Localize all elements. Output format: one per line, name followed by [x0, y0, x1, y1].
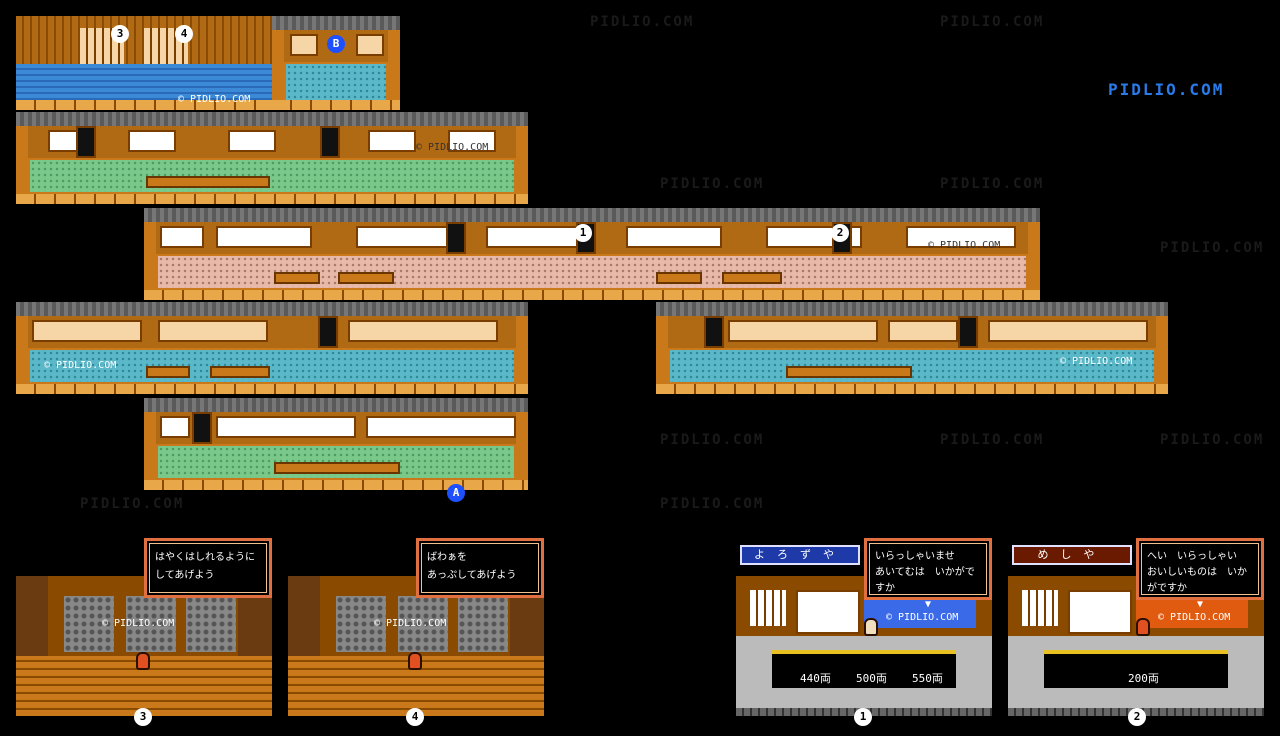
dialog-shop-1: いらっしゃいませあいてむは いかがですか▼ [864, 538, 992, 610]
shopkeeper-sprite [1136, 618, 1150, 636]
price-item-1[interactable]: 440両 [800, 672, 831, 685]
watermark: PIDLIO.COM [80, 496, 185, 512]
shop-1-title: よろずや [740, 545, 860, 565]
copyright-label: © PIDLIO.COM [928, 240, 1001, 251]
watermark: PIDLIO.COM [1160, 240, 1265, 256]
map-section-corridor-6 [144, 398, 528, 490]
copyright-label: © PIDLIO.COM [1060, 356, 1133, 367]
copyright-label: © PIDLIO.COM [102, 618, 175, 629]
shop-2-title: めしや [1012, 545, 1132, 565]
npc-sprite [136, 652, 150, 670]
watermark: PIDLIO.COM [940, 176, 1045, 192]
watermark: PIDLIO.COM [660, 496, 765, 512]
marker-3[interactable]: 3 [111, 25, 129, 43]
price-item-3[interactable]: 550両 [912, 672, 943, 685]
copyright-label: © PIDLIO.COM [178, 94, 251, 105]
marker-1[interactable]: 1 [574, 224, 592, 242]
dialog-scene-4: ばわぁをあっぷしてあげよう [416, 538, 544, 598]
watermark: PIDLIO.COM [590, 14, 695, 30]
marker-3-scene[interactable]: 3 [134, 708, 152, 726]
watermark: PIDLIO.COM [660, 432, 765, 448]
copyright-label: © PIDLIO.COM [1158, 612, 1231, 623]
map-section-top-right-room [272, 16, 400, 110]
dialog-shop-2: へい いらっしゃいおいしいものは いかがですか▼ [1136, 538, 1264, 610]
marker-4-scene[interactable]: 4 [406, 708, 424, 726]
dialog-scene-3: はやくはしれるようにしてあげよう [144, 538, 272, 598]
map-section-corridor-2: © PIDLIO.COM [16, 112, 528, 204]
marker-a[interactable]: A [447, 484, 465, 502]
marker-1-scene[interactable]: 1 [854, 708, 872, 726]
shopkeeper-sprite [864, 618, 878, 636]
watermark: PIDLIO.COM [940, 432, 1045, 448]
map-section-corridor-3: © PIDLIO.COM [144, 208, 1040, 300]
map-section-corridor-4: © PIDLIO.COM [16, 302, 528, 394]
watermark: PIDLIO.COM [1160, 432, 1265, 448]
copyright-label: © PIDLIO.COM [374, 618, 447, 629]
copyright-label: © PIDLIO.COM [416, 142, 489, 153]
site-brand: PIDLIO.COM [1108, 80, 1225, 99]
copyright-label: © PIDLIO.COM [886, 612, 959, 623]
marker-b[interactable]: B [327, 35, 345, 53]
price-item-2[interactable]: 500両 [856, 672, 887, 685]
price-item-1[interactable]: 200両 [1128, 672, 1159, 685]
marker-4[interactable]: 4 [175, 25, 193, 43]
map-section-corridor-5: © PIDLIO.COM [656, 302, 1168, 394]
watermark: PIDLIO.COM [660, 176, 765, 192]
watermark: PIDLIO.COM [940, 14, 1045, 30]
copyright-label: © PIDLIO.COM [44, 360, 117, 371]
npc-sprite [408, 652, 422, 670]
scene-4-trainer: © PIDLIO.COM [288, 576, 544, 716]
marker-2[interactable]: 2 [831, 224, 849, 242]
scene-3-trainer: © PIDLIO.COM [16, 576, 272, 716]
marker-2-scene[interactable]: 2 [1128, 708, 1146, 726]
